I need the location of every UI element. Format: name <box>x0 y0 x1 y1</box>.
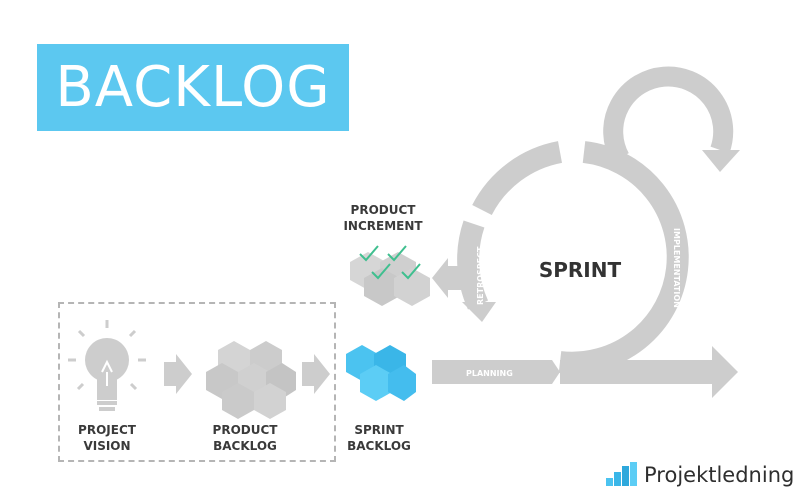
sprint-backlog-label: SPRINT BACKLOG <box>347 423 411 453</box>
bar-chart-logo-icon <box>606 462 637 486</box>
sprint-cycle: REVIEW RETROSPECT IMPLEMENTATION PLANNIN… <box>432 66 740 398</box>
checkmark-icon <box>387 245 407 262</box>
implementation-label: IMPLEMENTATION <box>672 228 681 308</box>
planning-arrow-head <box>560 346 738 398</box>
product-increment-icon <box>350 245 430 306</box>
planning-label: PLANNING <box>466 369 513 378</box>
retrospect-arrowhead <box>462 302 496 322</box>
brand-logo: Projektledning <box>640 462 794 488</box>
page-title: BACKLOG <box>55 55 331 120</box>
sprint-center-label: SPRINT <box>538 258 622 282</box>
product-backlog-label: PRODUCT BACKLOG <box>212 423 278 453</box>
daily-loop-arc <box>603 66 734 163</box>
product-increment-label: PRODUCT INCREMENT <box>343 203 423 233</box>
project-vision-label: PROJECT VISION <box>78 423 136 453</box>
arrow-icon <box>302 354 330 394</box>
retrospect-arc <box>457 220 489 310</box>
checkmark-icon <box>371 263 391 280</box>
sprint-backlog-cube-icon <box>346 345 416 401</box>
title-banner: BACKLOG <box>37 44 349 131</box>
checkmark-icon <box>401 263 421 280</box>
lightbulb-icon <box>68 320 146 411</box>
implementation-arc <box>558 141 689 374</box>
arrow-icon <box>164 354 192 394</box>
product-backlog-cube-icon <box>206 341 296 419</box>
checkmark-icon <box>359 245 379 262</box>
brand-name: Projektledning <box>644 463 795 487</box>
planning-arrow-body <box>432 360 560 384</box>
review-arc <box>472 141 563 216</box>
daily-loop-arrowhead <box>702 150 740 172</box>
increment-arrow-icon <box>432 258 462 298</box>
retrospect-label: RETROSPECT <box>476 246 485 305</box>
backlog-dashed-frame <box>58 302 336 462</box>
